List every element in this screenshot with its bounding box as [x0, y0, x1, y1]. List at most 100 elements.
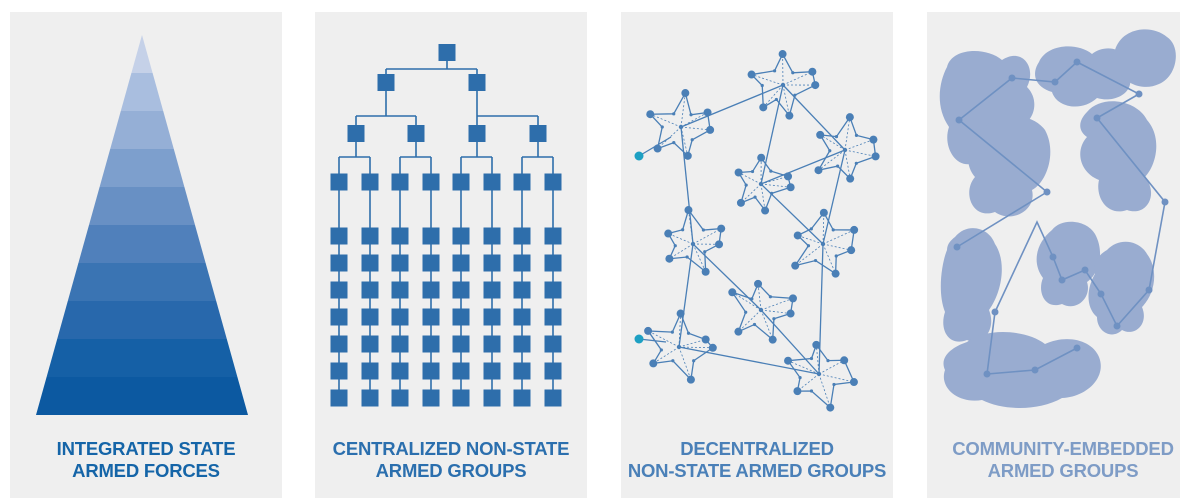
tree-node-level-1: [468, 74, 486, 91]
tree-node-unit: [391, 362, 409, 380]
cell-spoke: [844, 139, 874, 151]
cell-vertex: [806, 244, 811, 248]
cell-vertex: [769, 169, 773, 173]
caption-line-1: CENTRALIZED NON-STATE: [332, 438, 570, 459]
tree-node-unit: [422, 362, 440, 380]
cell-spoke: [738, 309, 762, 332]
cell-spoke: [678, 339, 706, 348]
tree-node-unit: [483, 254, 501, 272]
cell-node: [819, 208, 828, 217]
tree-node-unit: [361, 281, 379, 299]
blob-middle-right: [1080, 101, 1157, 212]
cell-spoke: [647, 330, 680, 348]
inter-cell-link: [782, 84, 846, 151]
inter-cell-link: [678, 243, 694, 348]
community-links: [956, 61, 1166, 375]
cell-node: [786, 309, 795, 318]
cell-hub-5: [690, 241, 696, 247]
cell-spoke: [740, 183, 762, 204]
panel-decentralized: DECENTRALIZED NON-STATE ARMED GROUPS: [621, 12, 893, 498]
cell-spoke: [692, 228, 722, 245]
cell-spoke: [822, 229, 855, 245]
cell-spoke: [844, 149, 851, 179]
tree-node-unit: [391, 227, 409, 245]
cell-vertex: [750, 297, 754, 301]
community-diagram: [939, 29, 1176, 408]
tree-node-unit: [513, 362, 531, 380]
cell-node: [759, 103, 768, 112]
tree-node-unit: [422, 254, 440, 272]
tree-node-unit: [422, 173, 440, 191]
cell-node: [808, 67, 817, 76]
cell-spoke: [669, 243, 694, 260]
highlight-node-upper: [634, 151, 644, 161]
tree-node-unit: [544, 389, 562, 407]
inter-cell-link: [680, 84, 784, 128]
cell-node: [840, 356, 849, 365]
cell-vertex: [834, 254, 838, 258]
tree-node-unit: [330, 227, 348, 245]
cell-spoke: [757, 283, 762, 311]
pyramid-band-1: [131, 35, 153, 73]
cell-node: [788, 294, 797, 303]
cell-spoke: [688, 209, 694, 245]
tree-node-unit: [513, 281, 531, 299]
community-link-upper: [958, 119, 1048, 193]
cell-spoke: [760, 183, 766, 211]
inter-cell-link: [822, 149, 846, 245]
cell-vertex: [673, 244, 677, 248]
cell-spoke: [678, 346, 692, 380]
tree-node-unit: [330, 281, 348, 299]
cell-vertex: [772, 69, 777, 73]
pyramid-band-8: [57, 301, 227, 339]
tree-node-unit: [544, 173, 562, 191]
cell-node: [676, 309, 685, 318]
cell-spoke: [818, 373, 855, 383]
caption-decentralized: DECENTRALIZED NON-STATE ARMED GROUPS: [621, 438, 893, 482]
cell-vertex: [774, 97, 778, 102]
cell-node: [814, 166, 823, 175]
caption-centralized: CENTRALIZED NON-STATE ARMED GROUPS: [315, 438, 587, 482]
cell-node: [850, 225, 859, 234]
cell-vertex: [831, 228, 835, 232]
cell-spoke: [653, 346, 680, 364]
cell-spoke: [692, 243, 707, 272]
tree-node-unit: [330, 335, 348, 353]
cell-node: [849, 378, 858, 387]
tree-node-unit: [452, 335, 470, 353]
tree-node-unit: [422, 227, 440, 245]
cell-spoke: [678, 313, 682, 348]
pyramid-band-6: [78, 225, 206, 263]
cell-vertex: [659, 348, 663, 352]
cell-node: [649, 359, 658, 368]
cell-node: [646, 110, 655, 119]
cell-node: [784, 356, 793, 365]
cell-node: [665, 254, 674, 263]
cell-node: [785, 111, 794, 120]
cell-node: [869, 135, 878, 144]
tree-node-unit: [361, 362, 379, 380]
tree-nodes: [330, 44, 562, 407]
tree-node-unit: [330, 389, 348, 407]
cell-outline-5: [667, 208, 722, 274]
tree-node-unit: [391, 281, 409, 299]
tree-node-unit: [483, 389, 501, 407]
tree-node-unit: [483, 227, 501, 245]
cell-vertex: [692, 359, 696, 363]
tree-node-unit: [452, 173, 470, 191]
cell-node: [847, 246, 856, 255]
cell-spoke: [650, 113, 682, 128]
cell-spoke: [822, 212, 825, 245]
cell-spoke: [732, 291, 762, 311]
cell-node: [717, 224, 726, 233]
cell-node: [728, 288, 737, 297]
pyramid-band-5: [89, 187, 195, 225]
cell-node: [701, 267, 710, 276]
cell-spoke: [657, 126, 682, 149]
panel-centralized: CENTRALIZED NON-STATE ARMED GROUPS: [315, 12, 587, 498]
community-link-lower: [956, 191, 1048, 248]
blob-bottom: [943, 332, 1101, 408]
tree-node-unit: [544, 281, 562, 299]
network-links: [638, 52, 877, 409]
cell-node: [811, 81, 820, 90]
